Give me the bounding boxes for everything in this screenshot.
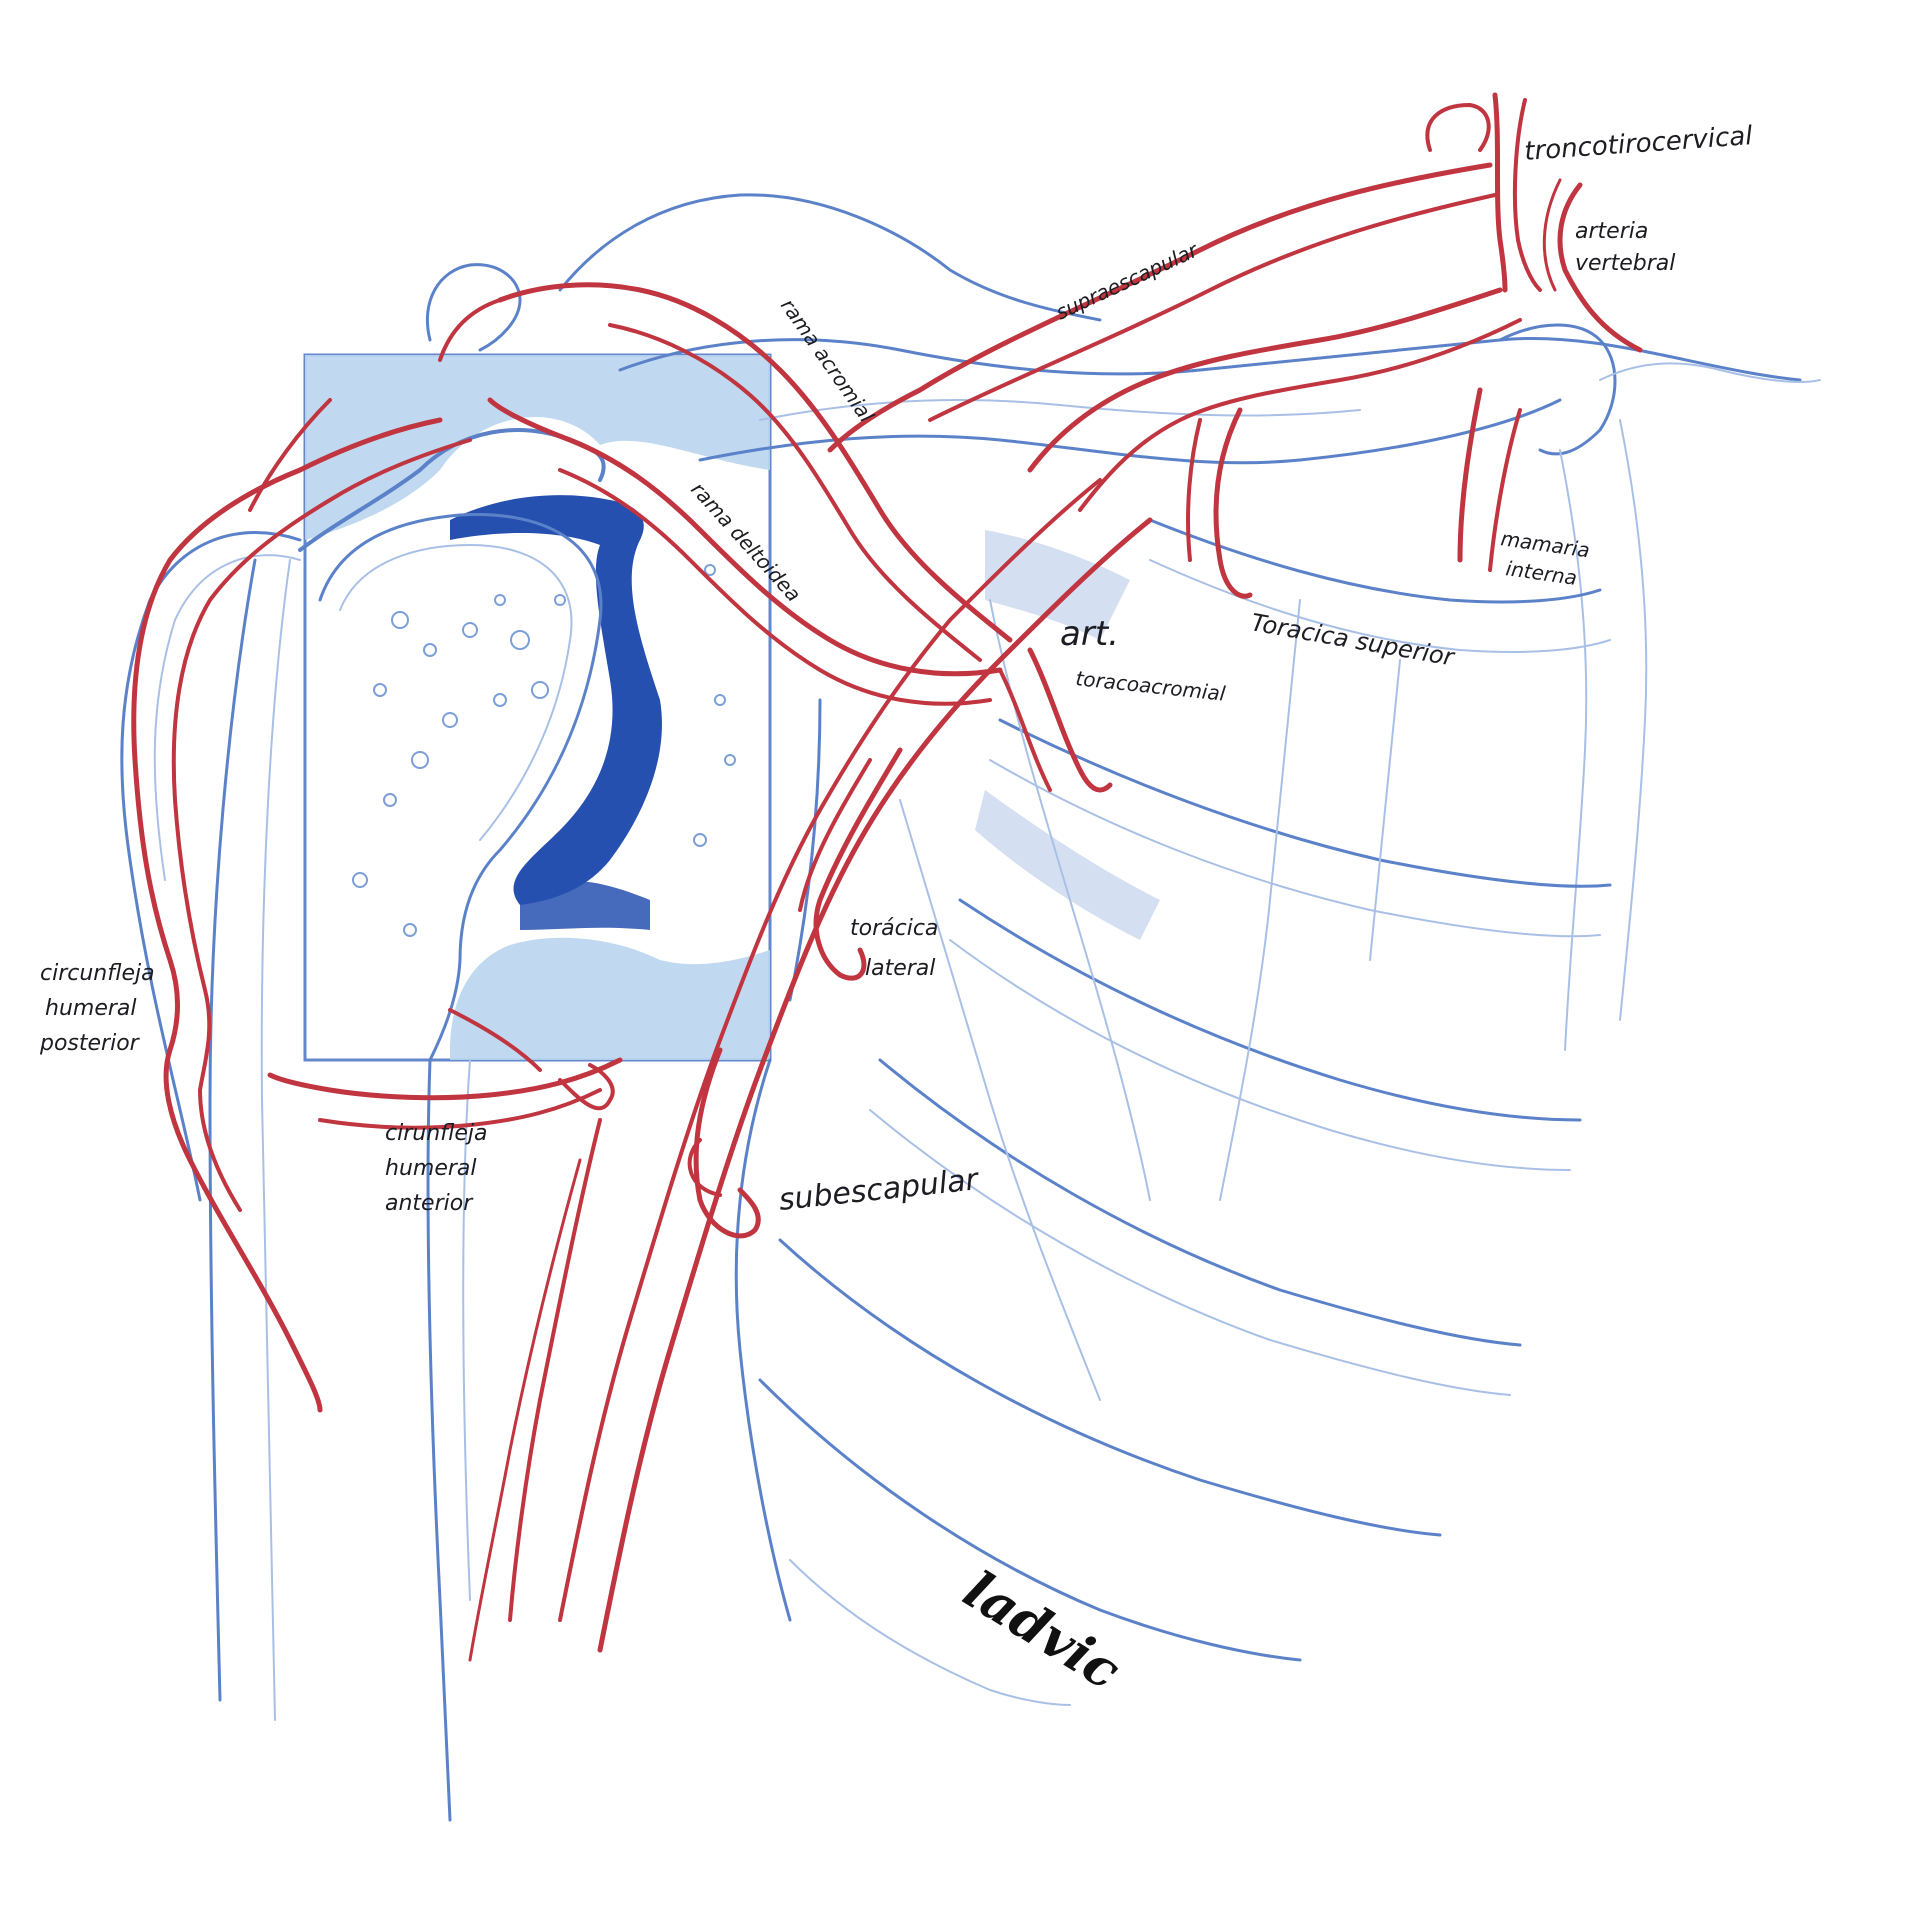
supraescapular-vessel-2 xyxy=(928,193,1497,422)
mamaria-interna-vessel-2 xyxy=(1488,408,1522,572)
circ-humeral-anterior-vessel xyxy=(267,1057,623,1101)
bone-sketch xyxy=(120,193,1821,1822)
rama-acromial-vessel-2 xyxy=(608,323,982,662)
circ-humeral-posterior-upper xyxy=(248,398,332,512)
neck-line xyxy=(1599,362,1821,383)
humerus-shaft-right xyxy=(426,1058,452,1822)
rama-acromial-vessel xyxy=(497,282,1013,643)
humerus-shaft-left xyxy=(208,558,257,1702)
rama-acromial-tip xyxy=(438,298,502,362)
circ-humeral-anterior-fork xyxy=(558,1063,615,1111)
inset-bottom-shading xyxy=(450,937,770,1060)
toracica-lateral-vessel xyxy=(813,747,903,981)
glenoid-rim xyxy=(520,881,650,930)
bone-texture xyxy=(352,564,736,937)
artery-network xyxy=(131,92,1643,1662)
subescapular-vessel-2 xyxy=(687,1138,722,1197)
rib-3b xyxy=(949,939,1571,1171)
label-circ-anterior-2: humeral xyxy=(385,1156,477,1181)
label-mamaria-interna-2: interna xyxy=(1504,556,1578,590)
label-circ-posterior-2: humeral xyxy=(45,996,137,1021)
rama-deltoidea-vessel xyxy=(487,397,1003,677)
rib-2 xyxy=(998,718,1612,888)
glenoid-cavity xyxy=(450,495,662,905)
axillary-vessel-2 xyxy=(558,478,1102,1622)
toracoacromial-vessel-2 xyxy=(998,668,1052,792)
label-toracica-lateral-1: torácica xyxy=(850,916,938,941)
scapula-spine xyxy=(558,193,1102,322)
scapula-body xyxy=(734,1058,792,1622)
coracoid xyxy=(425,263,522,352)
supraescapular-hook xyxy=(1425,103,1491,152)
circ-humeral-anterior-upper xyxy=(448,1008,542,1072)
toracica-lateral-vessel-2 xyxy=(798,758,872,912)
rib-4b xyxy=(869,1109,1511,1396)
label-circ-posterior-3: posterior xyxy=(39,1031,141,1056)
label-toracica-lateral-2: lateral xyxy=(865,956,935,981)
label-troncotirocervical: troncotirocervical xyxy=(1523,121,1754,167)
rib-4 xyxy=(878,1058,1522,1347)
clavicle-upper xyxy=(618,336,1802,382)
rib-1 xyxy=(1148,518,1602,604)
subclavian-vessel-lower xyxy=(1078,318,1522,512)
circ-humeral-posterior-vessel-2 xyxy=(171,438,472,1212)
label-art: art. xyxy=(1060,614,1119,654)
subescapular-vessel xyxy=(693,1047,761,1239)
scapula-shade xyxy=(985,530,1130,640)
clavicle-lower xyxy=(698,398,1562,465)
rib-3 xyxy=(958,898,1582,1122)
supraescapular-vessel xyxy=(827,162,1493,453)
rib-inner-2 xyxy=(899,799,1101,1401)
humerus-shaft-right-2 xyxy=(462,1059,471,1601)
troncotirocervical-vessel-2 xyxy=(1512,98,1542,292)
label-circ-anterior-3: anterior xyxy=(385,1191,474,1216)
rib-inner-3 xyxy=(1219,599,1301,1201)
sternum-left xyxy=(1559,449,1588,1051)
rib-6 xyxy=(758,1378,1302,1662)
label-rama-acromial: rama acromial xyxy=(776,294,879,427)
label-circ-anterior-1: cirunfleja xyxy=(385,1121,487,1146)
rib-7 xyxy=(789,1559,1071,1706)
humeral-head-inner xyxy=(339,544,573,841)
inset-top-shading xyxy=(305,355,770,540)
arteria-vertebral-vessel xyxy=(1557,182,1643,353)
subclavian-vessel-upper xyxy=(1027,287,1503,473)
label-arteria-vertebral-2: vertebral xyxy=(1575,251,1675,276)
sternal-head xyxy=(1498,323,1617,456)
rib-shade xyxy=(975,790,1160,940)
axillary-vessel-1 xyxy=(597,517,1153,1653)
rib-2b xyxy=(989,759,1601,938)
humerus-shaft-left-2 xyxy=(260,559,291,1721)
clavicle-mid xyxy=(759,399,1361,421)
rib-inner-4 xyxy=(1369,659,1401,961)
toracica-superior-vessel-2 xyxy=(1186,418,1202,562)
label-toracoacromial: toracoacromial xyxy=(1074,666,1226,706)
rib-5 xyxy=(778,1238,1442,1537)
circ-humeral-anterior-vessel-2 xyxy=(318,1088,602,1130)
arm-outer-contour xyxy=(120,531,302,1202)
toracoacromial-vessel xyxy=(1027,647,1113,793)
brachial-vessel-2 xyxy=(468,1158,582,1662)
scapula-body-2 xyxy=(788,698,822,1002)
rama-deltoidea-vessel-2 xyxy=(558,468,992,706)
brachial-vessel xyxy=(508,1118,602,1622)
toracica-superior-vessel xyxy=(1213,407,1253,599)
label-toracica-superior: Toracica superior xyxy=(1249,608,1458,672)
sternum-right xyxy=(1619,419,1648,1021)
label-supraescapular: supraescapular xyxy=(1052,237,1203,324)
artist-signature: ladvic xyxy=(953,1559,1131,1702)
label-circ-posterior-1: circunfleja xyxy=(40,961,155,986)
arteria-vertebral-vessel-2 xyxy=(1542,178,1562,292)
humeral-head xyxy=(318,512,603,1062)
mamaria-interna-vessel xyxy=(1457,387,1483,563)
troncotirocervical-vessel xyxy=(1492,92,1508,293)
label-subescapular: subescapular xyxy=(777,1162,981,1218)
label-arteria-vertebral-1: arteria xyxy=(1575,219,1648,244)
